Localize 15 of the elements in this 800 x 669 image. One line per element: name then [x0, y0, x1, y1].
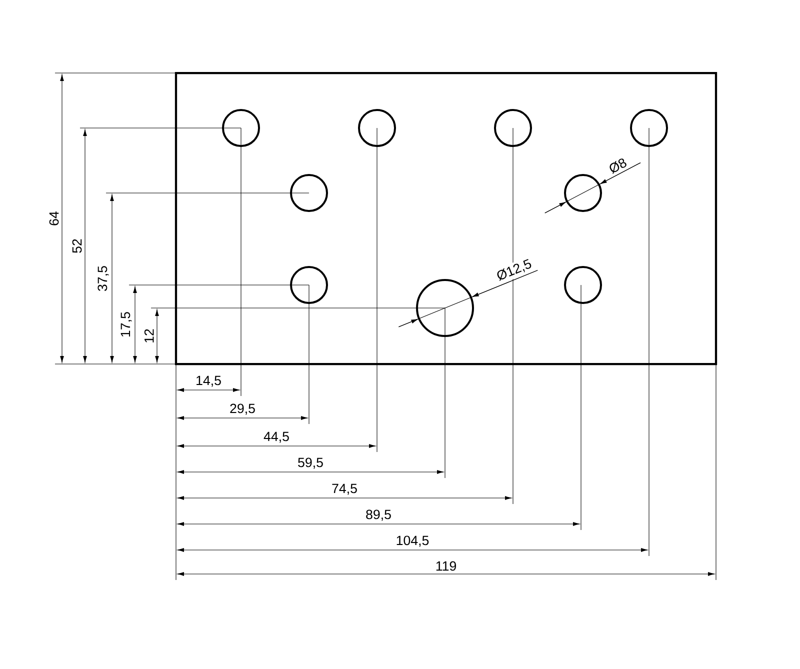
dimension-text: 104,5 — [396, 536, 429, 547]
dimension-text: Ø8 — [604, 154, 631, 177]
dimension-text: 37,5 — [98, 266, 109, 291]
dimension-text: 89,5 — [366, 510, 391, 521]
dimension-text: 52 — [72, 239, 82, 253]
dimension-text: 119 — [436, 561, 456, 571]
dimension-text: 29,5 — [230, 404, 255, 415]
dimension-text: 14,5 — [196, 376, 221, 387]
dimension-text: 17,5 — [120, 312, 132, 336]
dimension-text: 12 — [144, 329, 154, 342]
dimension-text: Ø12,5 — [492, 256, 536, 285]
dimension-text: 64 — [49, 211, 59, 226]
dimension-text: 74,5 — [332, 484, 357, 495]
dimension-text: 59,5 — [298, 458, 323, 469]
dimension-text: 44,5 — [264, 432, 289, 443]
